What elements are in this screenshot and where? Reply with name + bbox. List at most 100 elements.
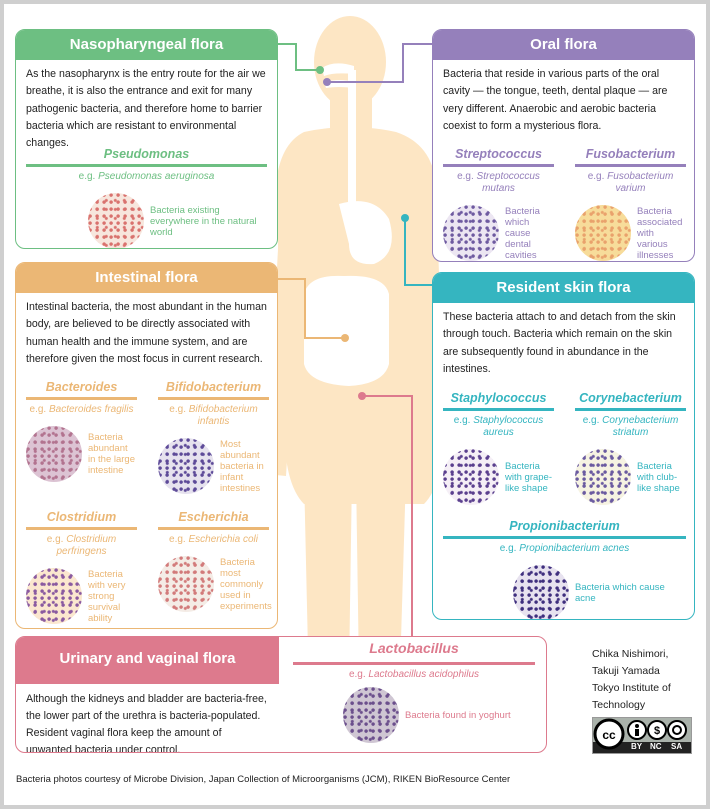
credit-line: Takuji Yamada [592, 665, 660, 677]
bacteria-photo [88, 193, 144, 248]
panel-description: Although the kidneys and bladder are bac… [26, 693, 267, 753]
example-species: Clostridium perfringens [56, 534, 117, 557]
example-label: e.g. Propionibacterium acnes [443, 543, 686, 555]
divider [575, 164, 686, 167]
license-by: BY [631, 742, 643, 751]
example-species: Staphylococcus aureus [473, 415, 544, 438]
eg-prefix: e.g. [348, 669, 366, 680]
example-species: Escherichia coli [188, 534, 258, 545]
divider [158, 397, 269, 400]
eg-prefix: e.g. [29, 404, 47, 415]
bacteria-photo [158, 438, 214, 494]
species-corynebacterium: Corynebacterium e.g. Corynebacterium str… [575, 390, 686, 505]
example-label: e.g. Escherichia coli [158, 534, 269, 546]
species-name: Bifidobacterium [165, 380, 262, 394]
species-caption: Bacteria associated with various illness… [637, 205, 683, 261]
svg-text:cc: cc [602, 728, 616, 742]
example-label: e.g. Lactobacillus acidophilus [293, 669, 535, 681]
example-label: e.g. Corynebacterium striatum [575, 415, 686, 439]
species-clostridium: Clostridium e.g. Clostridium perfringens… [26, 509, 137, 624]
bacteria-photo [513, 565, 569, 619]
bacteria-photo [575, 205, 631, 261]
divider [26, 527, 137, 530]
divider [575, 408, 686, 411]
eg-prefix: e.g. [457, 171, 474, 182]
species-name: Bacteroides [45, 380, 118, 394]
oral-marker [323, 78, 331, 86]
species-lactobacillus: Lactobacillus e.g. Lactobacillus acidoph… [293, 640, 535, 743]
panel-description: Intestinal bacteria, the most abundant i… [26, 301, 267, 365]
species-caption: Bacteria which cause dental cavities [505, 205, 540, 261]
nasopharyngeal-flora-panel: Nasopharyngeal flora As the nasopharynx … [15, 29, 278, 249]
cc-by-nc-sa-badge-icon: cc $ BY NC SA [592, 717, 692, 754]
divider [26, 397, 137, 400]
urinary-vaginal-flora-panel: Urinary and vaginal flora Although the k… [15, 636, 547, 753]
intestinal-flora-panel: Intestinal flora Intestinal bacteria, th… [15, 262, 278, 629]
eg-prefix: e.g. [453, 415, 471, 426]
species-streptococcus: Streptococcus e.g. Streptococcus mutans … [443, 146, 554, 261]
eg-prefix: e.g. [499, 543, 517, 554]
species-propionibacterium: Propionibacterium e.g. Propionibacterium… [443, 518, 686, 619]
species-caption: Bacteria which cause acne [575, 582, 665, 604]
example-label: e.g. Pseudomonas aeruginosa [26, 171, 267, 183]
license-sa: SA [671, 742, 683, 751]
species-bifidobacterium: Bifidobacterium e.g. Bifidobacterium inf… [158, 379, 269, 494]
species-caption: Bacteria most commonly used in experimen… [220, 556, 272, 612]
bacteria-photo [26, 426, 82, 482]
panel-title: Oral flora [433, 30, 694, 60]
species-caption: Bacteria with grape-like shape [505, 460, 552, 494]
example-species: Lactobacillus acidophilus [368, 669, 480, 680]
infographic: Nasopharyngeal flora As the nasopharynx … [4, 4, 706, 805]
credit-line: Technology [592, 699, 646, 711]
license-nc: NC [650, 742, 662, 751]
species-name: Clostridium [46, 510, 117, 524]
species-name: Lactobacillus [369, 640, 459, 656]
species-fusobacterium: Fusobacterium e.g. Fusobacterium varium … [575, 146, 686, 261]
species-caption: Bacteria with club-like shape [637, 460, 680, 494]
panel-title: Nasopharyngeal flora [16, 30, 277, 60]
species-name: Pseudomonas [103, 147, 190, 161]
skin-marker [401, 214, 409, 222]
nasopharynx-marker [316, 66, 324, 74]
bacteria-photo [575, 449, 631, 505]
divider [293, 662, 535, 665]
panel-description: Bacteria that reside in various parts of… [443, 68, 668, 132]
species-name: Staphylococcus [450, 391, 547, 405]
example-label: e.g. Fusobacterium varium [575, 171, 686, 195]
panel-title: Urinary and vaginal flora [16, 637, 279, 684]
example-label: e.g. Bacteroides fragilis [26, 404, 137, 416]
species-name: Corynebacterium [579, 391, 682, 405]
example-species: Bifidobacterium infantis [188, 404, 258, 427]
eg-prefix: e.g. [169, 534, 186, 545]
svg-text:$: $ [654, 725, 660, 737]
bacteria-photo [158, 556, 214, 612]
eg-prefix: e.g. [169, 404, 186, 415]
bacteria-photo [343, 687, 399, 743]
eg-prefix: e.g. [46, 534, 64, 545]
urinary-marker [358, 392, 366, 400]
eg-prefix: e.g. [582, 415, 600, 426]
example-species: Propionibacterium acnes [519, 543, 630, 554]
species-staphylococcus: Staphylococcus e.g. Staphylococcus aureu… [443, 390, 554, 505]
panel-description: These bacteria attach to and detach from… [443, 311, 676, 375]
credit-line: Chika Nishimori, [592, 648, 669, 660]
species-escherichia: Escherichia e.g. Escherichia coli Bacter… [158, 509, 272, 612]
species-name: Escherichia [178, 510, 249, 524]
author-credits: Chika Nishimori, Takuji Yamada Tokyo Ins… [592, 646, 671, 714]
intestine-marker [341, 334, 349, 342]
species-caption: Bacteria found in yoghurt [405, 709, 511, 721]
example-label: e.g. Clostridium perfringens [26, 534, 137, 558]
eg-prefix: e.g. [587, 171, 605, 182]
species-bacteroides: Bacteroides e.g. Bacteroides fragilis Ba… [26, 379, 137, 482]
species-caption: Most abundant bacteria in infant intesti… [220, 438, 264, 494]
divider [443, 536, 686, 539]
species-caption: Bacteria with very strong survival abili… [88, 568, 126, 624]
example-label: e.g. Bifidobacterium infantis [158, 404, 269, 428]
example-species: Bacteroides fragilis [48, 404, 134, 415]
divider [158, 527, 269, 530]
divider [26, 164, 267, 167]
example-species: Streptococcus mutans [476, 171, 540, 194]
divider [443, 408, 554, 411]
example-label: e.g. Staphylococcus aureus [443, 415, 554, 439]
panel-title: Resident skin flora [433, 273, 694, 303]
